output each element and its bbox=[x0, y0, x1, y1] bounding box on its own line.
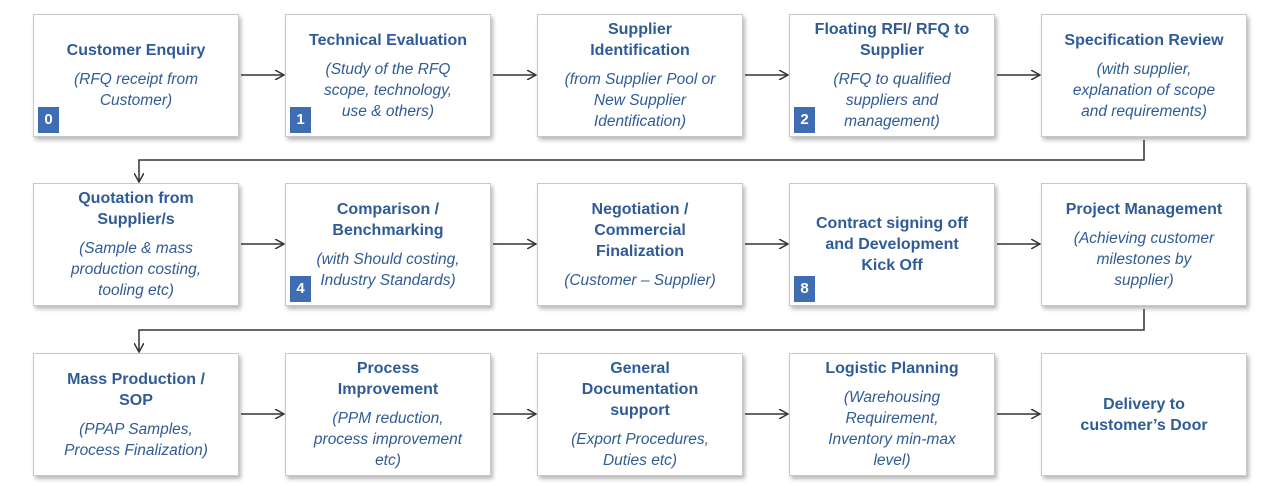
step-number-badge: 8 bbox=[794, 276, 815, 302]
step-quotation-from-suppliers: Quotation from Supplier/s (Sample & mass… bbox=[33, 183, 239, 306]
step-delivery: Delivery to customer’s Door bbox=[1041, 353, 1247, 476]
step-description: (with supplier, explanation of scope and… bbox=[1072, 60, 1216, 120]
step-description: (Study of the RFQ scope, technology, use… bbox=[323, 60, 453, 120]
step-customer-enquiry: Customer Enquiry (RFQ receipt from Custo… bbox=[33, 14, 239, 137]
step-number-badge: 4 bbox=[290, 276, 311, 302]
step-process-improvement: Process Improvement (PPM reduction, proc… bbox=[285, 353, 491, 476]
step-general-documentation: General Documentation support (Export Pr… bbox=[537, 353, 743, 476]
step-description: (PPAP Samples, Process Finalization) bbox=[64, 420, 208, 459]
step-comparison-benchmarking: Comparison / Benchmarking (with Should c… bbox=[285, 183, 491, 306]
step-description: (with Should costing, Industry Standards… bbox=[316, 250, 460, 289]
step-title: Negotiation / Commercial Finalization bbox=[591, 200, 689, 260]
step-logistic-planning: Logistic Planning (Warehousing Requireme… bbox=[789, 353, 995, 476]
step-title: Process Improvement bbox=[337, 360, 439, 398]
step-number-badge: 0 bbox=[38, 107, 59, 133]
step-floating-rfi-rfq: Floating RFI/ RFQ to Supplier (RFQ to qu… bbox=[789, 14, 995, 137]
step-description: (from Supplier Pool or New Supplier Iden… bbox=[564, 71, 716, 130]
arrow-wrap bbox=[139, 309, 1145, 351]
step-description: (Sample & mass production costing, tooli… bbox=[70, 240, 202, 299]
step-mass-production-sop: Mass Production / SOP (PPAP Samples, Pro… bbox=[33, 353, 239, 476]
step-technical-evaluation: Technical Evaluation (Study of the RFQ s… bbox=[285, 14, 491, 137]
step-specification-review: Specification Review (with supplier, exp… bbox=[1041, 14, 1247, 137]
step-title: Contract signing off and Development Kic… bbox=[816, 215, 968, 274]
step-description: (Export Procedures, Duties etc) bbox=[571, 431, 709, 469]
step-description: (Customer – Supplier) bbox=[564, 271, 716, 289]
step-description: (RFQ receipt from Customer) bbox=[73, 71, 198, 109]
step-title: Technical Evaluation bbox=[309, 31, 467, 49]
step-contract-signing: Contract signing off and Development Kic… bbox=[789, 183, 995, 306]
step-title: Mass Production / SOP bbox=[67, 370, 205, 409]
step-supplier-identification: Supplier Identification (from Supplier P… bbox=[537, 14, 743, 137]
arrow-wrap bbox=[139, 140, 1145, 181]
step-title: Supplier Identification bbox=[590, 21, 690, 59]
step-title: Quotation from Supplier/s bbox=[78, 190, 194, 228]
step-description: (PPM reduction, process improvement etc) bbox=[313, 410, 463, 469]
step-description: (Warehousing Requirement, Inventory min-… bbox=[828, 389, 956, 469]
step-title: Project Management bbox=[1065, 200, 1223, 218]
step-number-badge: 1 bbox=[290, 107, 311, 133]
step-number-badge: 2 bbox=[794, 107, 815, 133]
step-title: Delivery to customer’s Door bbox=[1080, 395, 1208, 434]
step-title: Logistic Planning bbox=[825, 360, 959, 377]
step-title: General Documentation support bbox=[581, 360, 699, 419]
step-project-management: Project Management (Achieving customer m… bbox=[1041, 183, 1247, 306]
step-title: Comparison / Benchmarking bbox=[332, 200, 444, 239]
step-title: Floating RFI/ RFQ to Supplier bbox=[814, 21, 970, 59]
step-title: Customer Enquiry bbox=[66, 42, 206, 59]
step-title: Specification Review bbox=[1064, 31, 1224, 49]
step-negotiation-commercial: Negotiation / Commercial Finalization (C… bbox=[537, 183, 743, 306]
step-description: (Achieving customer milestones by suppli… bbox=[1073, 229, 1215, 289]
step-description: (RFQ to qualified suppliers and manageme… bbox=[833, 71, 951, 130]
